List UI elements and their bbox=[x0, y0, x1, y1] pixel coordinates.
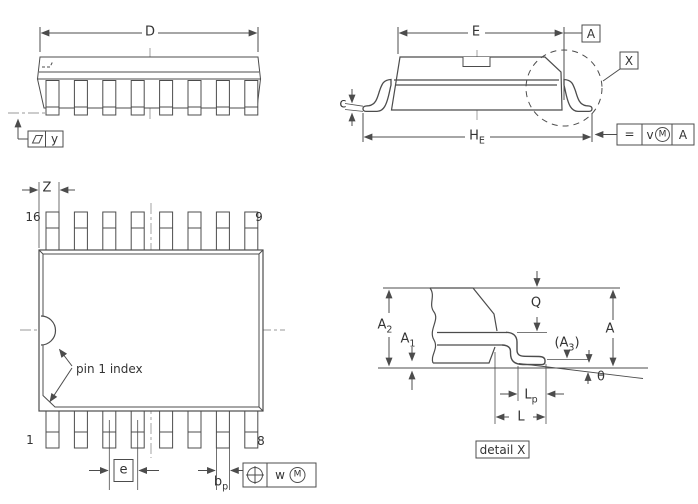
bottom-pins-row bbox=[45, 410, 259, 449]
dim-label-a: A bbox=[605, 321, 615, 337]
dim-label-d: D bbox=[144, 24, 156, 40]
position-symbol-icon bbox=[246, 466, 264, 484]
lead-detail bbox=[501, 331, 546, 366]
dim-label-e-pitch: e bbox=[119, 462, 128, 478]
pin1-corner-mark bbox=[42, 60, 54, 68]
pin-label-1: 1 bbox=[26, 433, 34, 447]
pin-label-8: 8 bbox=[257, 434, 265, 448]
dim-label-z: Z bbox=[42, 180, 52, 196]
detail-x-circle bbox=[525, 49, 603, 127]
datum-label-a: A bbox=[586, 26, 596, 41]
modifier-m-circle-icon bbox=[655, 127, 670, 142]
mold-mark bbox=[462, 57, 491, 67]
symmetry-symbol-icon: = bbox=[624, 127, 635, 141]
top-pins-row bbox=[45, 211, 259, 251]
side-view bbox=[8, 27, 262, 148]
right-lead bbox=[563, 78, 593, 113]
pin1-notch bbox=[40, 315, 57, 346]
dim-label-c: c bbox=[339, 96, 347, 112]
detail-x-view bbox=[378, 271, 648, 459]
dim-label-a2: A2 bbox=[377, 317, 393, 335]
tolerance-value-w: w bbox=[275, 467, 285, 482]
dim-label-a3: (A3) bbox=[554, 335, 580, 353]
tolerance-value-v: v bbox=[646, 127, 654, 142]
body-break-line bbox=[429, 287, 437, 364]
dim-label-q: Q bbox=[530, 295, 542, 311]
dim-label-lp: Lp bbox=[524, 387, 538, 405]
package-body bbox=[38, 249, 264, 412]
detail-x-caption: detail X bbox=[479, 442, 526, 457]
end-view bbox=[344, 24, 695, 146]
datum-label-y: y bbox=[50, 132, 59, 146]
dim-label-bp: bp bbox=[213, 474, 229, 492]
pin-label-9: 9 bbox=[255, 210, 263, 224]
dim-label-l: L bbox=[517, 409, 525, 425]
dim-label-he: HE bbox=[469, 128, 485, 146]
dim-label-a1: A1 bbox=[400, 331, 416, 349]
detail-x-caption-box bbox=[475, 440, 530, 459]
dim-label-theta: θ bbox=[597, 369, 605, 385]
dim-e-box bbox=[113, 459, 134, 482]
modifier-m-label: M bbox=[293, 469, 302, 480]
datum-a-box bbox=[581, 24, 601, 43]
detail-ref-label-x: X bbox=[624, 53, 634, 68]
left-lead bbox=[362, 78, 392, 113]
top-view bbox=[20, 182, 317, 490]
parallelogram-symbol-icon bbox=[31, 135, 44, 144]
dim-label-e-upper: E bbox=[471, 24, 481, 40]
frame-datum-a: A bbox=[678, 127, 688, 142]
modifier-m-label: M bbox=[658, 129, 667, 139]
pin1-index-label: pin 1 index bbox=[76, 362, 143, 376]
detail-x-box bbox=[619, 51, 639, 70]
pin-label-16: 16 bbox=[25, 210, 41, 224]
side-leads bbox=[45, 80, 259, 116]
modifier-m-circle-icon bbox=[289, 467, 306, 483]
